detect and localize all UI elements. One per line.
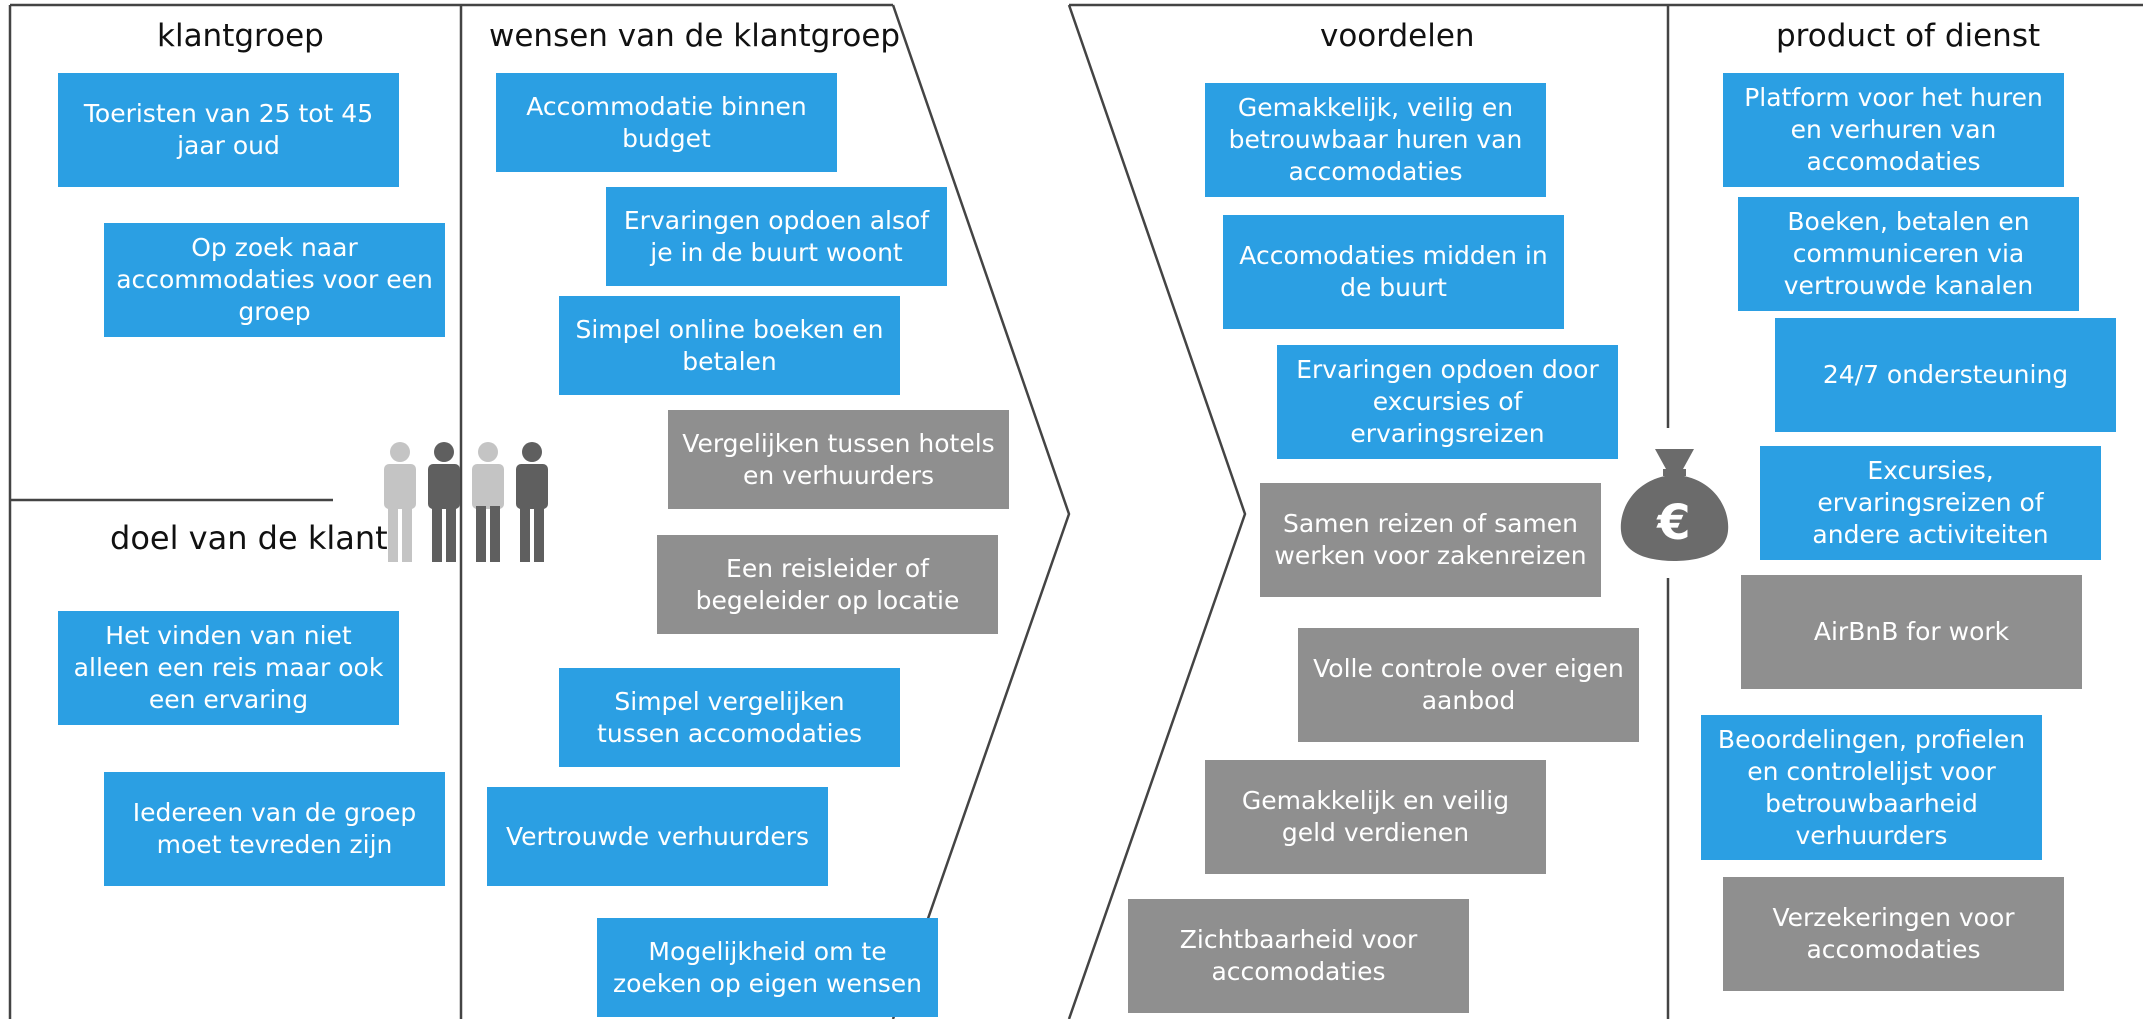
- product-item: Beoordelingen, profielen en controlelijs…: [1701, 715, 2042, 860]
- people-group-icon: [384, 442, 548, 562]
- voordeel-item: Volle controle over eigen aanbod: [1298, 628, 1639, 742]
- product-item: Excursies, ervaringsreizen of andere act…: [1760, 446, 2101, 560]
- wens-item: Vergelijken tussen hotels en verhuurders: [668, 410, 1009, 509]
- wens-item: Accommodatie binnen budget: [496, 73, 837, 172]
- money-bag-euro-icon: €: [1620, 449, 1729, 561]
- voordeel-item: Samen reizen of samen werken voor zakenr…: [1260, 483, 1601, 597]
- wens-item: Simpel vergelijken tussen accomodaties: [559, 668, 900, 767]
- heading-doel: doel van de klant: [110, 519, 388, 557]
- product-item: Platform voor het huren en verhuren van …: [1723, 73, 2064, 187]
- wens-item: Een reisleider of begeleider op locatie: [657, 535, 998, 634]
- voordeel-item: Ervaringen opdoen door excursies of erva…: [1277, 345, 1618, 459]
- voordeel-item: Gemakkelijk en veilig geld verdienen: [1205, 760, 1546, 874]
- voordeel-item: Gemakkelijk, veilig en betrouwbaar huren…: [1205, 83, 1546, 197]
- product-item: 24/7 ondersteuning: [1775, 318, 2116, 432]
- voordeel-item: Zichtbaarheid voor accomodaties: [1128, 899, 1469, 1013]
- heading-voordelen: voordelen: [1320, 18, 1475, 54]
- product-item: AirBnB for work: [1741, 575, 2082, 689]
- voordeel-item: Accomodaties midden in de buurt: [1223, 215, 1564, 329]
- product-item: Boeken, betalen en communiceren via vert…: [1738, 197, 2079, 311]
- wens-item: Ervaringen opdoen alsof je in de buurt w…: [606, 187, 947, 286]
- heading-wensen: wensen van de klantgroep: [489, 18, 901, 54]
- wens-item: Simpel online boeken en betalen: [559, 296, 900, 395]
- wens-item: Vertrouwde verhuurders: [487, 787, 828, 886]
- wens-item: Mogelijkheid om te zoeken op eigen wense…: [597, 918, 938, 1017]
- klantgroep-item: Toeristen van 25 tot 45 jaar oud: [58, 73, 399, 187]
- klantgroep-item: Op zoek naar accommodaties voor een groe…: [104, 223, 445, 337]
- doel-item: Iedereen van de groep moet tevreden zijn: [104, 772, 445, 886]
- product-item: Verzekeringen voor accomodaties: [1723, 877, 2064, 991]
- heading-product: product of dienst: [1776, 18, 2041, 54]
- heading-klantgroep: klantgroep: [157, 18, 324, 54]
- euro-symbol: €: [1656, 495, 1690, 551]
- doel-item: Het vinden van niet alleen een reis maar…: [58, 611, 399, 725]
